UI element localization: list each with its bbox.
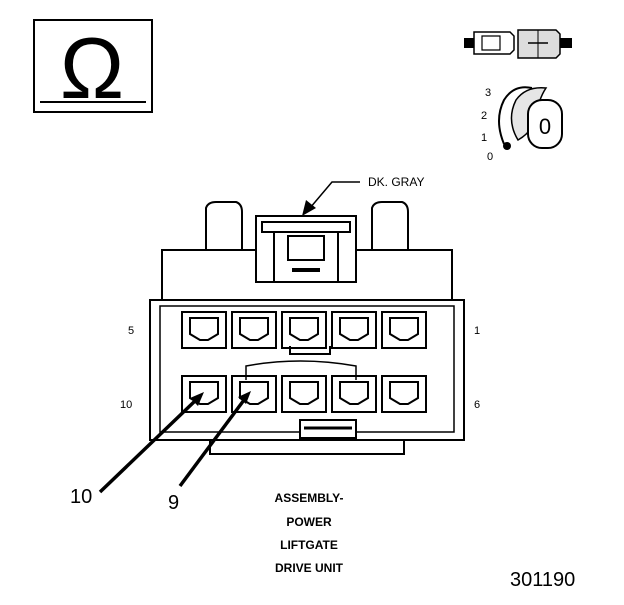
pin-cavity-4	[231, 311, 277, 349]
pin-label-1: 1	[474, 325, 480, 337]
connector-disconnect-icon	[464, 29, 572, 59]
callout-label-left: 10	[70, 486, 92, 508]
ignition-position-3: 3	[485, 87, 491, 99]
pin-label-6: 6	[474, 399, 480, 411]
ignition-key-icon: 3 2 1 0 0	[481, 86, 563, 163]
pin-row-top	[181, 311, 427, 349]
pin-cavity-8	[281, 375, 327, 413]
caption-line-2: POWER	[286, 515, 332, 529]
callout-arrows	[98, 391, 251, 494]
pin-row-bottom	[181, 375, 427, 413]
component-caption: ASSEMBLY- POWER LIFTGATE DRIVE UNIT	[275, 491, 344, 575]
caption-line-4: DRIVE UNIT	[275, 561, 344, 575]
pin-label-5: 5	[128, 325, 134, 337]
figure-number: 301190	[510, 569, 575, 591]
ignition-position-0: 0	[487, 151, 493, 163]
ignition-key-label: 0	[539, 114, 551, 139]
wire-color-label: DK. GRAY	[368, 175, 424, 189]
caption-line-1: ASSEMBLY-	[275, 491, 344, 505]
callout-label-right: 9	[168, 492, 179, 514]
pin-cavity-6	[381, 375, 427, 413]
ignition-position-2: 2	[481, 110, 487, 122]
pin-cavity-5	[181, 311, 227, 349]
caption-line-3: LIFTGATE	[280, 538, 338, 552]
ignition-position-1: 1	[481, 132, 487, 144]
pin-cavity-7	[331, 375, 377, 413]
ohm-symbol: Ω	[33, 19, 153, 117]
wire-color-callout: DK. GRAY	[302, 175, 424, 216]
pin-cavity-3	[281, 311, 327, 349]
pin-label-10: 10	[120, 399, 132, 411]
pin-cavity-2	[331, 311, 377, 349]
connector-body	[149, 201, 465, 455]
pin-cavity-1	[381, 311, 427, 349]
